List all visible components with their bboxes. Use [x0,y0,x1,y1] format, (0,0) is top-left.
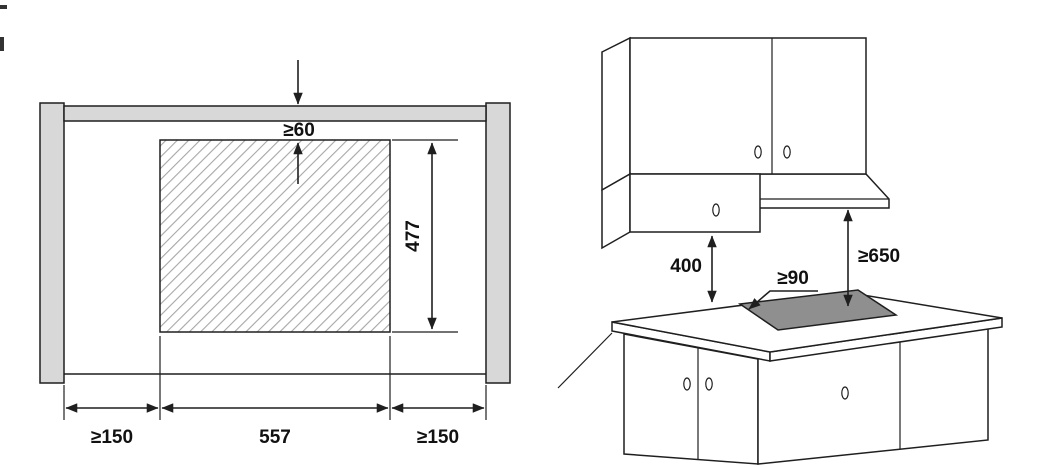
cabinet-to-worktop-dimension: 400 [670,235,717,303]
door-handle [712,203,720,217]
top-clearance-label: ≥60 [283,120,315,141]
door-handle [705,377,713,391]
door-handle [841,386,849,400]
worktop [611,289,1003,362]
edge-mark [0,5,7,9]
wall-cabinet-front [629,37,867,175]
hood-clearance-dimension: ≥650 [843,209,900,307]
door-handle [683,377,691,391]
wall-cabinet [601,36,867,192]
rear-wall-strip [63,105,487,122]
installation-clearance-diagram: 400 ≥650 ≥90 [557,36,1003,465]
rear-clearance-label: ≥90 [777,268,809,289]
cutout-height-dimension: 477 [392,139,458,333]
hob-cutout-area [159,139,391,333]
page-edge-artifacts [0,5,7,51]
floor-edge-line [557,332,613,389]
base-cabinet [623,326,989,465]
edge-mark [0,37,4,51]
right-clearance-label: ≥150 [417,427,459,448]
cutout-height-label: 477 [403,220,424,252]
wall-cabinet-side [601,36,631,192]
door-handle [754,145,762,159]
leader-arrow [748,290,818,310]
cooker-hood [744,173,890,209]
top-clearance-dimension: ≥60 [283,60,315,184]
left-clearance-label: ≥150 [91,427,133,448]
bottom-dimensions: ≥150 557 ≥150 [63,336,487,448]
lower-wall-unit-front [629,173,761,233]
hood-canopy [744,173,890,209]
left-wall [39,102,65,384]
rear-clearance-dimension: ≥90 [748,268,818,310]
door-handle [783,145,791,159]
lower-wall-unit [601,172,761,250]
cabinet-to-worktop-label: 400 [670,256,702,277]
cutout-width-label: 557 [259,427,291,448]
right-wall [485,102,511,384]
cutout-dimension-diagram: ≥60 477 ≥150 557 ≥150 [39,60,511,448]
hood-clearance-label: ≥650 [858,246,900,267]
hob-cooktop [737,289,899,331]
